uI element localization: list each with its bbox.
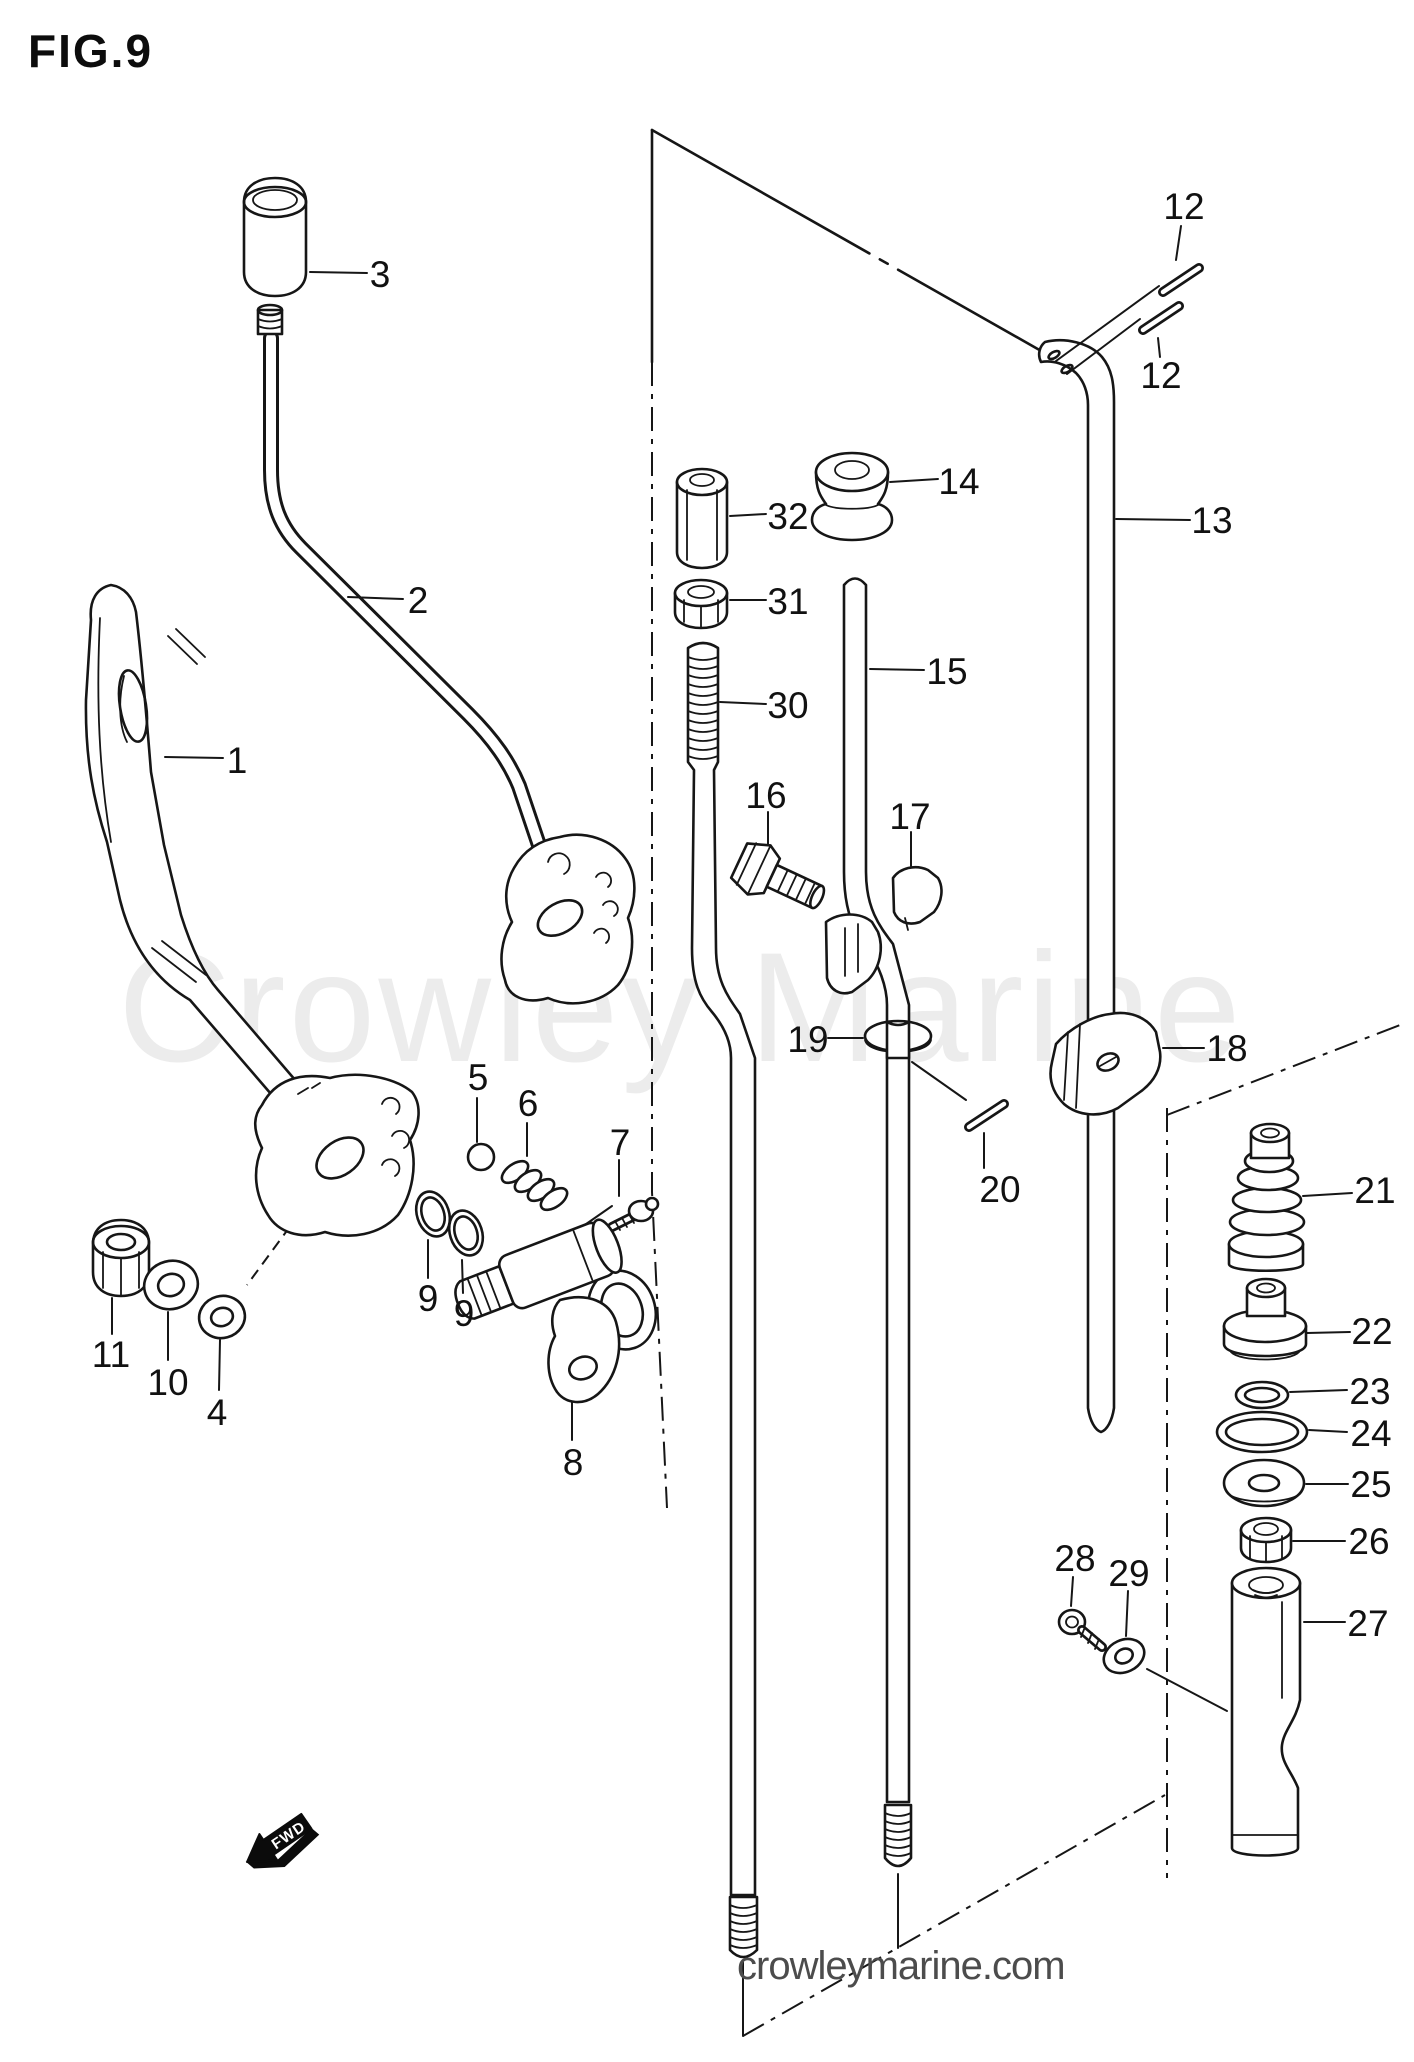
part-callout-17: 17 xyxy=(889,796,930,837)
part-16-bolt xyxy=(729,842,826,910)
part-25-washer xyxy=(1222,1458,1306,1508)
part-callout-12: 12 xyxy=(1163,186,1204,227)
part-29-washer xyxy=(1102,1637,1228,1712)
part-8-clutch-shaft xyxy=(454,1218,658,1404)
part-26-nut xyxy=(1239,1516,1293,1564)
part-5-ball xyxy=(466,1142,496,1172)
construction-lines xyxy=(246,128,1401,2037)
part-4-washer xyxy=(197,1294,247,1340)
part-18-cam-block xyxy=(1049,1011,1162,1116)
part-callout-22: 22 xyxy=(1351,1311,1392,1352)
part-6-spring xyxy=(500,1159,569,1212)
fwd-arrow-icon: FWD xyxy=(245,1812,320,1869)
part-1-shift-lever xyxy=(84,583,420,1237)
part-19-washer xyxy=(863,1019,933,1060)
part-callout-20: 20 xyxy=(979,1169,1020,1210)
part-callout-9: 9 xyxy=(454,1293,475,1334)
part-callout-11: 11 xyxy=(92,1334,130,1375)
part-callout-14: 14 xyxy=(938,461,979,502)
part-17-clutch-cam xyxy=(824,865,943,995)
watermark-footer: crowleymarine.com xyxy=(737,1944,1066,1988)
part-callout-7: 7 xyxy=(610,1122,631,1163)
part-callout-6: 6 xyxy=(518,1083,539,1124)
part-callout-3: 3 xyxy=(370,254,391,295)
part-callout-26: 26 xyxy=(1348,1521,1389,1562)
part-callout-32: 32 xyxy=(767,496,808,537)
part-31-lock-nut xyxy=(673,578,729,630)
part-callout-29: 29 xyxy=(1108,1553,1149,1594)
part-callout-30: 30 xyxy=(767,685,808,726)
part-15-clutch-control-rod xyxy=(842,577,913,1868)
part-7-detent-screw xyxy=(565,1196,660,1239)
part-callout-15: 15 xyxy=(926,651,967,692)
part-callout-5: 5 xyxy=(468,1057,489,1098)
part-callout-1: 1 xyxy=(227,740,248,781)
part-callout-24: 24 xyxy=(1350,1413,1391,1454)
part-callout-12: 12 xyxy=(1140,355,1181,396)
part-27-connector xyxy=(1230,1566,1302,1857)
part-13-clutch-rod xyxy=(1037,338,1116,1434)
part-28-bolt xyxy=(1057,1608,1107,1652)
part-23-o-ring xyxy=(1234,1380,1290,1410)
part-3-shift-knob xyxy=(242,176,308,298)
part-callout-8: 8 xyxy=(563,1442,584,1483)
part-callout-21: 21 xyxy=(1354,1170,1395,1211)
part-14-grommet xyxy=(810,451,894,542)
part-callout-27: 27 xyxy=(1347,1603,1388,1644)
part-21-boot xyxy=(1227,1122,1306,1273)
leader-lines xyxy=(111,225,1353,1637)
part-callout-28: 28 xyxy=(1054,1538,1095,1579)
figure-title: FIG.9 xyxy=(28,25,154,77)
part-22-bushing xyxy=(1222,1277,1308,1361)
part-30-shift-rod xyxy=(686,641,759,1959)
part-callout-23: 23 xyxy=(1349,1371,1390,1412)
part-callout-19: 19 xyxy=(787,1019,828,1060)
part-callout-13: 13 xyxy=(1191,500,1232,541)
part-callout-2: 2 xyxy=(408,580,429,621)
part-9-o-rings xyxy=(414,1190,485,1257)
part-2-shift-rod-upper xyxy=(256,303,636,1005)
part-callout-16: 16 xyxy=(745,775,786,816)
part-12-cotter-pins xyxy=(1055,263,1204,375)
part-32-joint-cylinder xyxy=(675,467,729,570)
part-callout-9: 9 xyxy=(418,1278,439,1319)
part-20-pin xyxy=(911,1061,1009,1132)
part-callout-31: 31 xyxy=(767,581,808,622)
part-callout-25: 25 xyxy=(1350,1464,1391,1505)
part-callout-10: 10 xyxy=(147,1362,188,1403)
part-11-nut xyxy=(91,1218,151,1298)
part-10-washer xyxy=(142,1259,200,1311)
part-24-o-ring xyxy=(1215,1410,1309,1454)
part-callout-18: 18 xyxy=(1206,1028,1247,1069)
part-callout-4: 4 xyxy=(207,1392,228,1433)
